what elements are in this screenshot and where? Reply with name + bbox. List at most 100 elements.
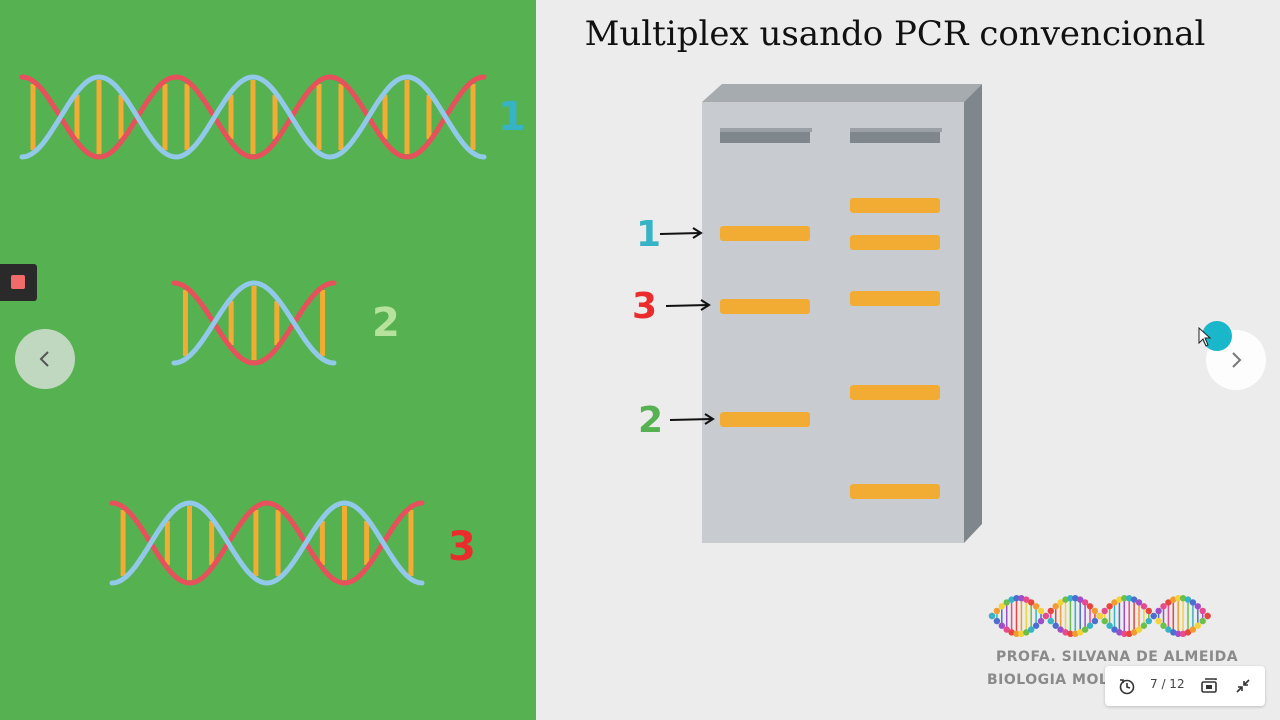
dna-helix-2-strand-red (171, 280, 337, 366)
dna-helix-1 (19, 74, 487, 586)
logo-dot (1057, 626, 1064, 633)
logo-dot (1037, 617, 1045, 625)
logo-dot (1140, 603, 1148, 610)
logo-dot (1199, 617, 1206, 625)
gel-electrophoresis (659, 84, 982, 543)
logo-dot (1062, 629, 1069, 636)
logo-dot (1047, 607, 1054, 615)
credit-name: PROFA. SILVANA DE ALMEIDA (996, 649, 1239, 665)
logo-dot (1116, 596, 1123, 603)
logo-dot (1052, 622, 1059, 629)
slide-title: Multiplex usando PCR convencional (584, 14, 1206, 54)
logo-dot (1194, 603, 1201, 610)
logo-dot (1013, 630, 1020, 638)
logo-dot (1008, 596, 1015, 603)
dna-helix-1-strand-red (19, 74, 487, 160)
logo-dot (1037, 607, 1045, 615)
logo-dot (1101, 617, 1108, 625)
logo-dot (1032, 622, 1040, 629)
logo-dot (1175, 630, 1182, 638)
previous-slide-button[interactable] (15, 329, 75, 389)
gel-well-2-top (850, 128, 942, 132)
logo-dot (1111, 626, 1118, 633)
logo-dot (1003, 626, 1010, 633)
logo-dot (1145, 617, 1152, 625)
logo-dot (1121, 630, 1128, 638)
logo-dot (1086, 622, 1094, 629)
logo-dot (1175, 594, 1182, 602)
logo-dot (1189, 626, 1197, 633)
logo-dot (1081, 599, 1089, 606)
chevron-right-icon (1232, 352, 1242, 368)
logo-dot (1052, 603, 1059, 610)
logo-dot (1018, 630, 1025, 638)
logo-dot (1116, 629, 1123, 636)
logo-dot (1101, 607, 1108, 615)
logo-dot (1121, 594, 1128, 602)
logo-dot (1135, 626, 1143, 633)
page-counter: 7 / 12 (1150, 677, 1185, 691)
logo-dot (1067, 630, 1074, 638)
stop-button[interactable] (0, 264, 37, 301)
arrow-1 (659, 227, 703, 239)
logo-dot (993, 617, 1001, 625)
dna-helix-3-strand-blue (109, 500, 425, 586)
logo-dot (1170, 596, 1177, 603)
logo-dot (1003, 599, 1010, 606)
logo-dot (1091, 607, 1099, 615)
logo-dot (1072, 630, 1079, 638)
gel-well-1 (720, 130, 810, 143)
logo-dot (1047, 617, 1054, 625)
viewer-toolbar: 7 / 12 (1105, 666, 1265, 706)
logo-dot (1145, 607, 1152, 615)
collapse-icon[interactable] (1233, 676, 1253, 696)
logo-dot (1160, 603, 1167, 610)
logo-dot (1106, 603, 1113, 610)
gel-label-1: 1 (636, 214, 662, 255)
logo-dot (1135, 599, 1143, 606)
dna-label-2: 2 (372, 300, 400, 346)
logo-dot (993, 607, 1001, 615)
logo-dot (1126, 630, 1133, 638)
gel-label-3: 3 (632, 286, 658, 327)
gel-band (850, 291, 940, 306)
logo-dot (1194, 622, 1201, 629)
logo-dot (1086, 603, 1094, 610)
logo-dot (1008, 629, 1015, 636)
logo-dot (998, 622, 1005, 629)
logo-dot (998, 603, 1005, 610)
logo-dot (1189, 599, 1197, 606)
logo-dot (1179, 630, 1187, 638)
gel-band (720, 226, 810, 241)
logo-dot (1028, 599, 1035, 606)
logo-dot (1028, 626, 1035, 633)
mouse-pointer-icon (1198, 327, 1212, 347)
logo-dot (1067, 594, 1074, 602)
stop-icon (11, 275, 25, 289)
window-icon[interactable] (1199, 676, 1219, 696)
logo-dot (1062, 596, 1069, 603)
logo-dot (1150, 612, 1157, 620)
dna-helix-1-strand-blue (19, 74, 487, 160)
logo-dot (1013, 594, 1020, 602)
logo-dot (1179, 594, 1187, 602)
gel-band (850, 385, 940, 400)
gel-band (850, 235, 940, 250)
gel-front-face (702, 102, 964, 543)
chevron-left-icon (39, 351, 49, 367)
logo-dot (1077, 629, 1084, 636)
dna-helix-3-strand-red (109, 500, 425, 586)
logo-dot (1018, 594, 1025, 602)
history-icon[interactable] (1117, 676, 1137, 696)
logo-dot (1042, 612, 1050, 620)
logo-dot (1023, 629, 1030, 636)
logo-dot (1126, 594, 1133, 602)
gel-band (850, 484, 940, 499)
logo-dot (1184, 596, 1192, 603)
logo-dot (1091, 617, 1099, 625)
dna-label-3: 3 (448, 524, 476, 570)
logo-dot (1077, 596, 1084, 603)
logo-dot (988, 612, 996, 620)
gel-well-2 (850, 130, 940, 143)
